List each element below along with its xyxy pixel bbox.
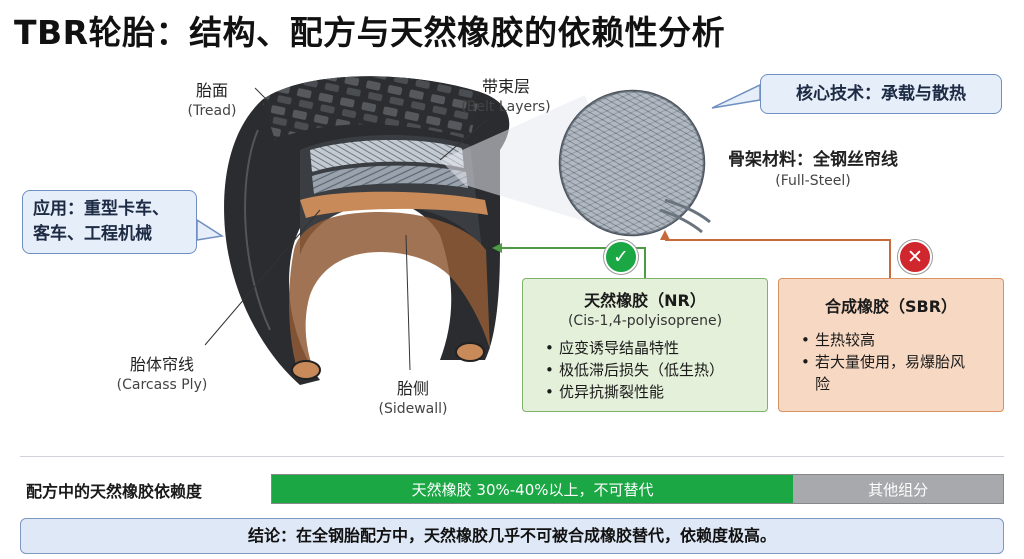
flow-arrows [492, 230, 891, 278]
core-tech-pointer [711, 83, 761, 109]
skeleton-label-en: (Full-Steel) [775, 173, 851, 189]
leader-lines [204, 87, 488, 371]
tread-label-en: (Tread) [187, 103, 237, 119]
page-title: TBR轮胎：结构、配方与天然橡胶的依赖性分析 [14, 13, 726, 52]
application-pointer [196, 218, 225, 241]
sidewall-label: 胎侧 (Sidewall) [368, 378, 458, 420]
dependency-other-segment: 其他组分 [793, 475, 1003, 503]
sbr-panel-title: 合成橡胶（SBR） [824, 297, 958, 316]
nr-panel-subtitle: (Cis-1,4-polyisoprene) [567, 313, 723, 329]
sidewall-label-zh: 胎侧 [396, 379, 429, 398]
core-tech-callout: 核心技术：承载与散热 [760, 74, 1002, 114]
belt-label-en: (Belt Layers) [461, 99, 551, 115]
section-divider [20, 456, 1004, 457]
tread-label: 胎面 (Tread) [172, 80, 252, 122]
sbr-bullet-text-b: 险 [815, 375, 831, 393]
skeleton-label-zh: 骨架材料：全钢丝帘线 [728, 150, 898, 170]
carcass-label-en: (Carcass Ply) [116, 377, 208, 393]
tire-diagram [196, 76, 891, 385]
dependency-label: 配方中的天然橡胶依赖度 [26, 482, 203, 501]
nr-panel: 天然橡胶（NR） (Cis-1,4-polyisoprene) 应变诱导结晶特性… [522, 278, 768, 412]
sbr-bullet-text-a: 若大量使用，易爆胎风 [815, 353, 966, 371]
conclusion-banner: 结论：在全钢胎配方中，天然橡胶几乎不可被合成橡胶替代，依赖度极高。 [20, 518, 1004, 554]
belt-label: 带束层 (Belt Layers) [446, 76, 566, 118]
sidewall-label-en: (Sidewall) [378, 401, 448, 417]
sbr-bullet: 若大量使用，易爆胎风 险 [801, 351, 993, 395]
check-icon: ✓ [604, 240, 638, 274]
nr-bullet: 应变诱导结晶特性 [545, 337, 757, 359]
sbr-panel: 合成橡胶（SBR） 生热较高 若大量使用，易爆胎风 险 [778, 278, 1004, 412]
tread-label-zh: 胎面 [195, 81, 228, 100]
application-callout: 应用：重型卡车、 客车、工程机械 [22, 190, 197, 254]
sbr-bullet: 生热较高 [801, 329, 993, 351]
carcass-label-zh: 胎体帘线 [129, 355, 194, 374]
tire-body [224, 76, 510, 385]
carcass-label: 胎体帘线 (Carcass Ply) [102, 354, 222, 396]
dependency-nr-segment: 天然橡胶 30%-40%以上，不可替代 [272, 475, 794, 503]
application-line-2: 客车、工程机械 [33, 224, 152, 244]
nr-panel-title: 天然橡胶（NR） [584, 291, 706, 310]
nr-bullet: 优异抗撕裂性能 [545, 381, 757, 403]
skeleton-label: 骨架材料：全钢丝帘线 (Full-Steel) [708, 150, 918, 192]
dependency-bar: 天然橡胶 30%-40%以上，不可替代 其他组分 [271, 474, 1004, 504]
application-line-1: 应用：重型卡车、 [33, 199, 169, 219]
belt-label-zh: 带束层 [481, 77, 530, 96]
steel-cord-magnifier [440, 89, 711, 238]
cross-icon: ✕ [898, 240, 932, 274]
nr-bullet: 极低滞后损失（低生热） [545, 359, 757, 381]
